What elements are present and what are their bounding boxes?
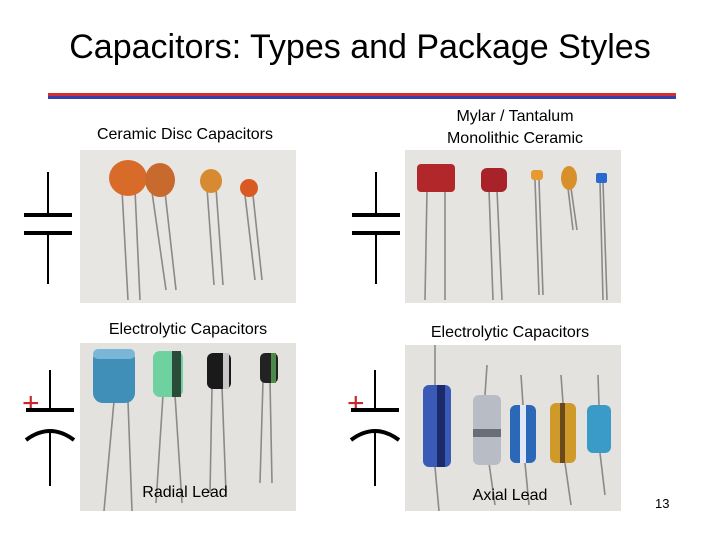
monolithic-ceramic-label-line2: Monolithic Ceramic (446, 130, 584, 147)
capacitor-symbol-polarized: + (18, 368, 82, 493)
axial-lead-caption: Axial Lead (472, 487, 548, 504)
capacitor-symbol-nonpolar (18, 170, 78, 291)
ceramic-disc-photo (80, 150, 296, 303)
ceramic-disc-label: Ceramic Disc Capacitors (96, 126, 274, 143)
slide-page-number: 13 (655, 496, 670, 511)
mylar-tantalum-label-line1: Mylar / Tantalum (456, 108, 574, 125)
slide-title: Capacitors: Types and Package Styles (69, 28, 651, 66)
electrolytic-radial-photo (80, 343, 296, 511)
electrolytic-axial-label: Electrolytic Capacitors (430, 324, 590, 341)
mylar-tantalum-photo (405, 150, 621, 303)
electrolytic-radial-label: Electrolytic Capacitors (108, 321, 268, 338)
capacitor-symbol-polarized: + (343, 368, 407, 493)
positive-sign-icon: + (347, 387, 365, 420)
title-rule-blue (48, 96, 676, 99)
capacitor-symbol-nonpolar (346, 170, 406, 291)
electrolytic-axial-photo (405, 345, 621, 511)
radial-lead-caption: Radial Lead (142, 484, 228, 501)
positive-sign-icon: + (22, 387, 40, 420)
title-rule-red (48, 93, 676, 96)
